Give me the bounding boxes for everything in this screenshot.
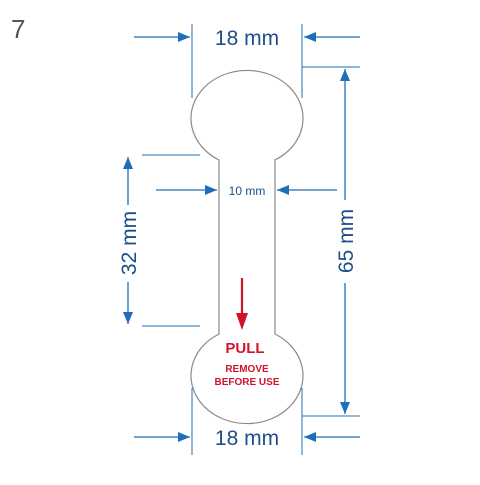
figure-number: 7 — [11, 14, 26, 44]
dimension-top-label: 18 mm — [215, 27, 279, 50]
tag-outline — [190, 69, 304, 425]
dimension-right-label: 65 mm — [335, 209, 358, 273]
pull-arrow-icon — [236, 278, 248, 330]
remove-label-line1: REMOVE — [225, 364, 269, 375]
remove-label-line2: BEFORE USE — [214, 377, 279, 388]
pull-label: PULL — [225, 340, 264, 357]
dimension-left-label: 32 mm — [118, 211, 141, 275]
dimension-bottom-label: 18 mm — [215, 427, 279, 450]
extension-lines — [142, 24, 360, 455]
dimension-neck-label: 10 mm — [229, 184, 266, 198]
